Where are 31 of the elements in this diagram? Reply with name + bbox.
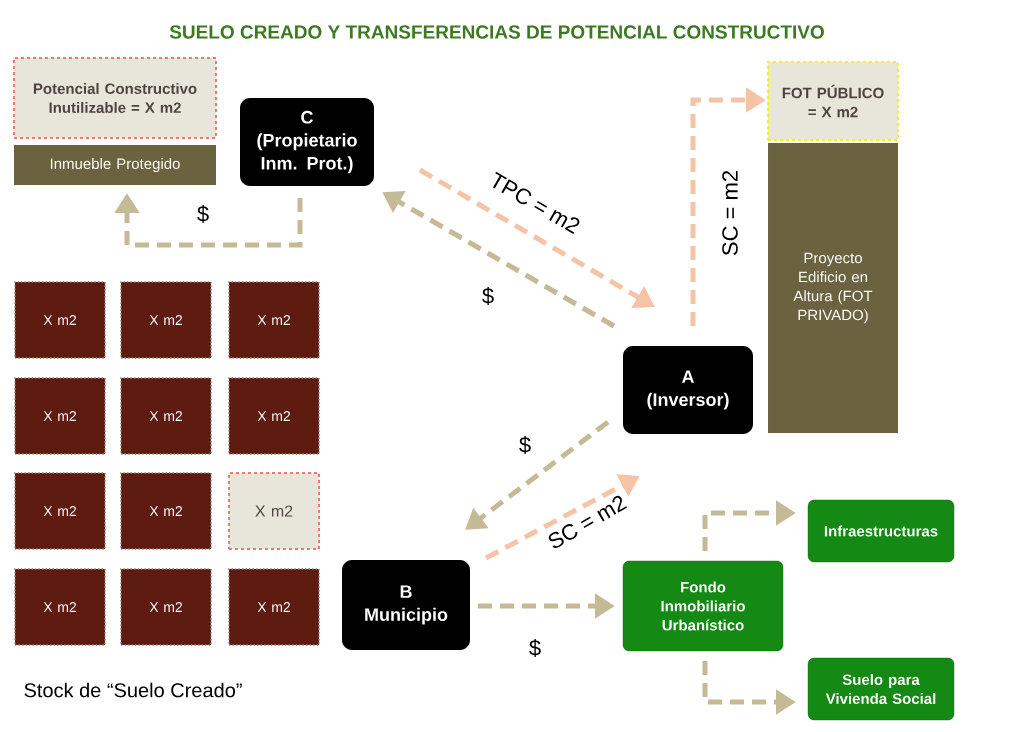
- edge-label: $: [517, 435, 533, 455]
- info-box: Potencial Constructivo Inutilizable = X m2: [13, 57, 217, 139]
- actor-box: B Municipio: [342, 560, 470, 650]
- info-box: FOT PÚBLICO = X m2: [767, 61, 899, 141]
- actor-box: C (Propietario Inm. Prot.): [240, 98, 374, 186]
- edge-label: $: [195, 204, 211, 224]
- edge-label: $: [480, 286, 496, 306]
- actor-box: A (Inversor): [623, 346, 753, 434]
- edge-label: SC = m2: [544, 492, 630, 552]
- land-tile: X m2: [228, 281, 320, 359]
- land-tile: X m2: [14, 472, 106, 550]
- edge-label: $: [527, 638, 543, 658]
- land-tile: X m2: [120, 472, 212, 550]
- edge-label: SC = m2: [721, 168, 739, 258]
- land-tile: X m2: [14, 377, 106, 455]
- land-tile: X m2: [14, 281, 106, 359]
- land-tile: X m2: [228, 568, 320, 646]
- land-tile: X m2: [228, 377, 320, 455]
- building-band: Inmueble Protegido: [14, 145, 216, 185]
- land-tile: X m2: [14, 568, 106, 646]
- building-band: Proyecto Edificio en Altura (FOT PRIVADO): [768, 143, 898, 433]
- title: SUELO CREADO Y TRANSFERENCIAS DE POTENCIAL CONSTRUCTIVO: [169, 25, 824, 39]
- fund-box: Fondo Inmobiliario Urbanístico: [622, 560, 784, 652]
- fund-box: Suelo para Vivienda Social: [807, 657, 955, 721]
- caption-text: Stock de “Suelo Creado”: [24, 682, 242, 698]
- land-tile: X m2: [120, 568, 212, 646]
- land-tile: X m2: [120, 281, 212, 359]
- info-box: X m2: [228, 472, 320, 550]
- edge-label: TPC = m2: [486, 170, 584, 236]
- land-tile: X m2: [120, 377, 212, 455]
- fund-box: Infraestructuras: [807, 499, 955, 563]
